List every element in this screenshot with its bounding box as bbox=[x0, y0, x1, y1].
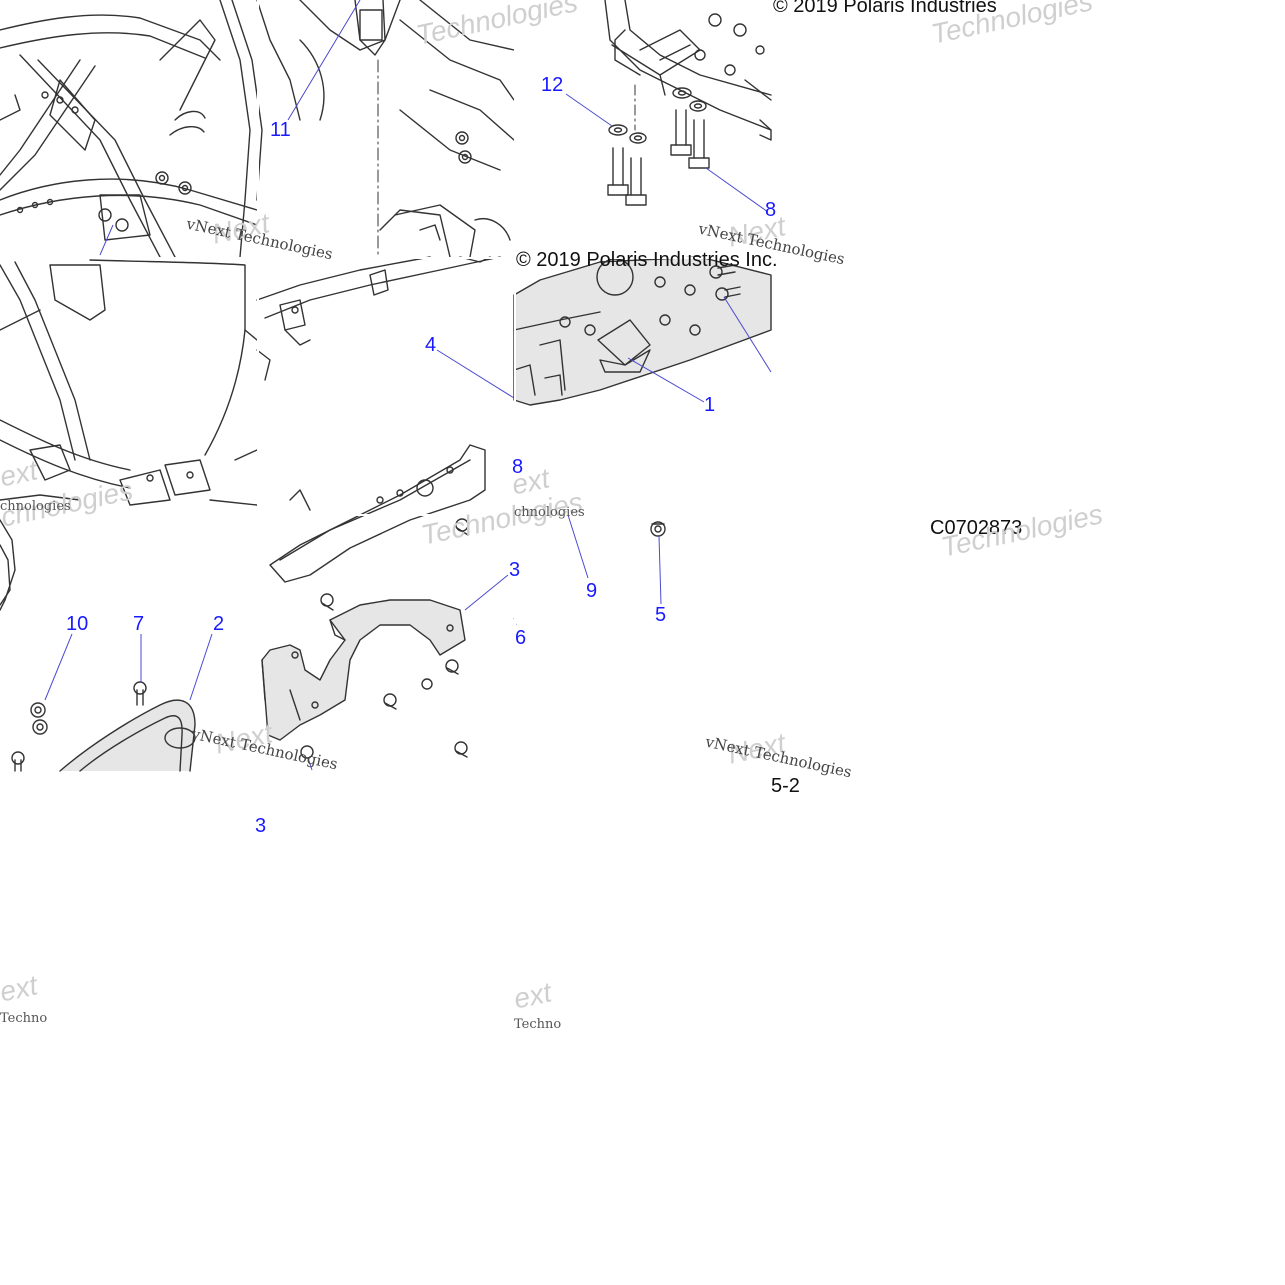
callout-3-right: 3 bbox=[509, 559, 521, 581]
frame-upper-middle-drawing bbox=[256, 0, 515, 258]
callout-10: 10 bbox=[66, 613, 89, 635]
watermark-chnologies-1: chnologies bbox=[0, 499, 71, 514]
copyright-top: © 2019 Polaris Industries bbox=[773, 0, 997, 17]
tile-seam-vertical-1 bbox=[257, 0, 259, 771]
bumper-lower-left-drawing bbox=[0, 519, 196, 772]
callout-3-bottom: 3 bbox=[255, 815, 267, 837]
diagram-code: C0702873 bbox=[930, 517, 1023, 539]
frame-lower-left-drawing bbox=[0, 259, 258, 506]
loose-hardware-drawing bbox=[650, 521, 666, 537]
watermark-techno-2: Techno bbox=[514, 1017, 562, 1032]
leader-lines bbox=[44, 0, 772, 771]
callout-2: 2 bbox=[213, 613, 225, 635]
callout-7: 7 bbox=[133, 613, 145, 635]
tile-seam-horizontal-2 bbox=[0, 514, 771, 516]
callout-1: 1 bbox=[704, 394, 716, 416]
watermark-chnologies-2: chnologies bbox=[514, 505, 585, 520]
callout-8-top: 8 bbox=[765, 199, 777, 221]
page-suffix: 5-2 bbox=[771, 775, 800, 797]
callout-12: 12 bbox=[541, 74, 564, 96]
mount-brackets-drawing bbox=[261, 518, 469, 759]
crossmember-upper-right-drawing bbox=[604, 0, 772, 206]
callout-11: 11 bbox=[270, 119, 291, 141]
front-plate-drawing bbox=[513, 256, 772, 406]
callout-6: 6 bbox=[515, 627, 527, 649]
watermark-techno-1: Techno bbox=[0, 1011, 48, 1026]
copyright-middle: © 2019 Polaris Industries Inc. bbox=[516, 249, 778, 271]
callout-9: 9 bbox=[586, 580, 598, 602]
callout-8-middle: 8 bbox=[512, 456, 524, 478]
callout-4: 4 bbox=[425, 334, 437, 356]
callout-5: 5 bbox=[655, 604, 667, 626]
tile-seam-vertical-2 bbox=[514, 0, 516, 771]
tile-seam-horizontal-1 bbox=[0, 257, 771, 259]
